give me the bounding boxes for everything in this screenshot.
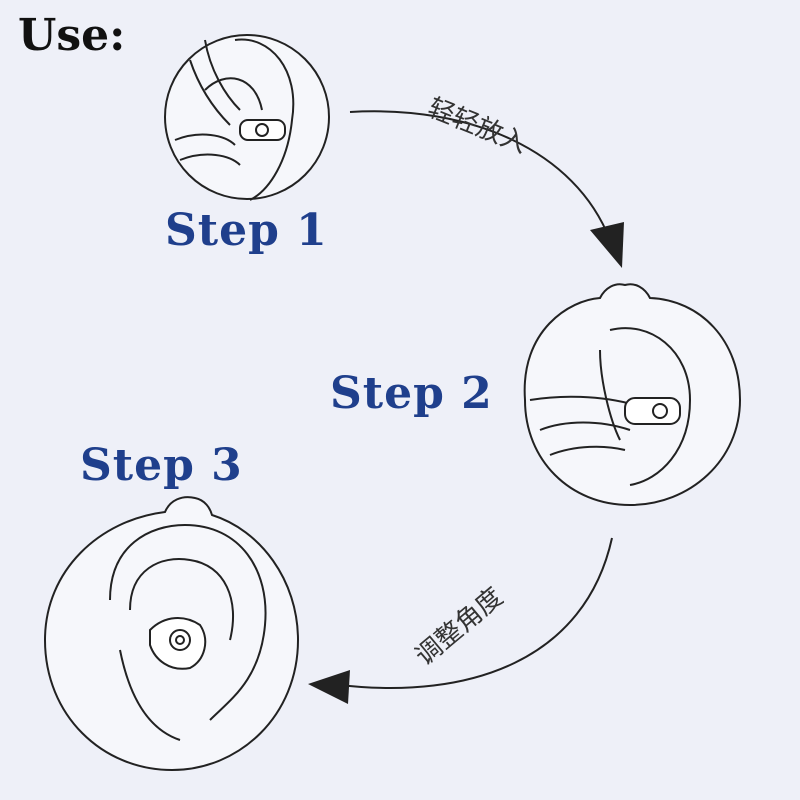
arrow-step1-to-step2 <box>349 110 624 268</box>
step3-illustration <box>43 496 300 772</box>
step1-label: Step 1 <box>165 205 328 256</box>
step2-illustration <box>523 283 742 507</box>
step3-label: Step 3 <box>80 440 243 491</box>
step2-label: Step 2 <box>330 368 493 419</box>
step1-illustration <box>164 34 330 201</box>
page-title: Use: <box>18 10 126 61</box>
arrow-step2-to-step3 <box>308 537 613 704</box>
